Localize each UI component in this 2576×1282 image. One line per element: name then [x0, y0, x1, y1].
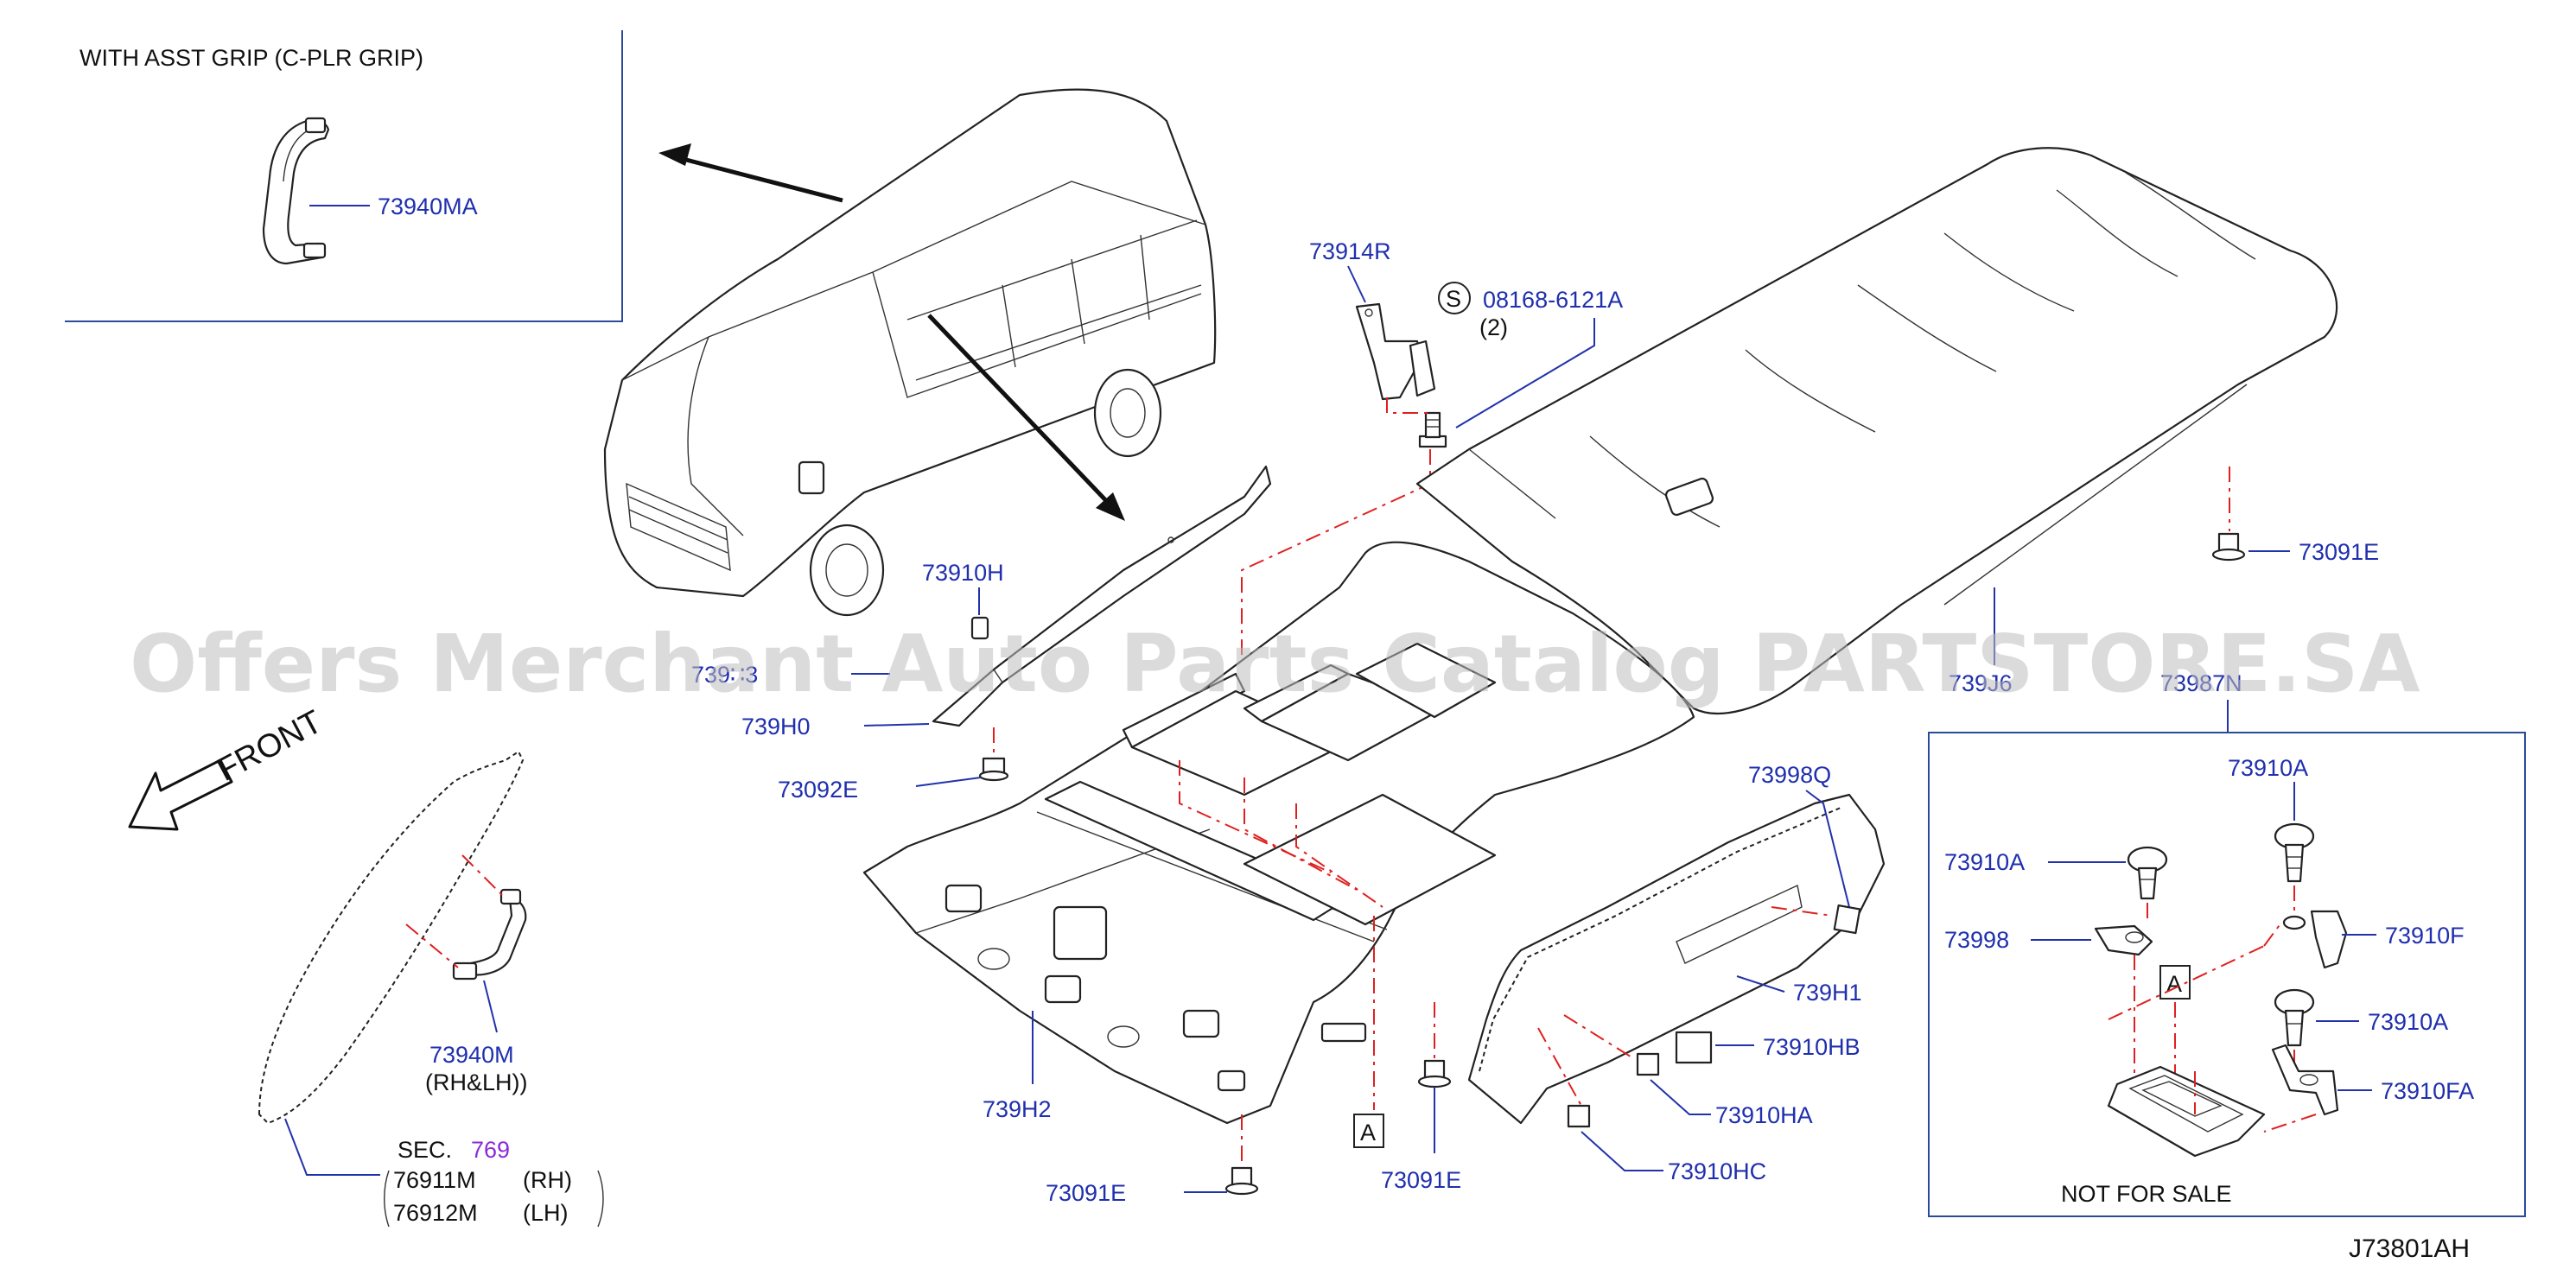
- asst-grip-inset: WITH ASST GRIP (C-PLR GRIP) 73940MA: [65, 30, 623, 322]
- bracket-73914R: 73914R S 08168-6121A (2): [1241, 238, 1623, 1106]
- asst-grip-title: WITH ASST GRIP (C-PLR GRIP): [80, 45, 423, 71]
- rh-label: (RH): [523, 1167, 572, 1193]
- not-for-sale: NOT FOR SALE: [2061, 1181, 2232, 1207]
- label-73914R[interactable]: 73914R: [1309, 238, 1391, 264]
- clip-73091E-bottom: 73091E: [1046, 1114, 1259, 1206]
- label-73910HA[interactable]: 73910HA: [1715, 1102, 1813, 1128]
- headlining-front-739H2: 739H2: [862, 541, 1695, 1125]
- clip-73910A-left: [2127, 846, 2168, 900]
- s-symbol: S: [1446, 286, 1461, 312]
- label-73910HB[interactable]: 73910HB: [1763, 1034, 1860, 1060]
- label-73091E-right[interactable]: 73091E: [2299, 539, 2379, 565]
- sec-number[interactable]: 769: [471, 1137, 510, 1163]
- diagram-id: J73801AH: [2349, 1234, 2470, 1263]
- part-76912M[interactable]: 76912M: [393, 1200, 478, 1226]
- label-73987N[interactable]: 73987N: [2160, 670, 2242, 696]
- ref-a-main: A: [1360, 1120, 1376, 1146]
- inset-label-73910A-top[interactable]: 73910A: [2228, 755, 2308, 781]
- section-ref-769: SEC. 769 76911M (RH) 76912M (LH): [284, 1118, 604, 1228]
- front-label: FRONT: [212, 703, 328, 789]
- assist-grip-part-inset: [262, 117, 330, 265]
- watermark: Offers Merchant Auto Parts Catalog PARTS…: [130, 618, 2420, 710]
- headlining-rear-739J6: 739J6: [1415, 147, 2338, 714]
- direction-arrows: [658, 143, 1125, 521]
- label-73092E[interactable]: 73092E: [778, 777, 858, 803]
- label-73998Q[interactable]: 73998Q: [1748, 762, 1831, 788]
- rh-lh-note: (RH&LH)): [425, 1069, 528, 1095]
- clip-73091E-right: 73091E: [2211, 466, 2379, 565]
- label-739H2[interactable]: 739H2: [983, 1096, 1052, 1122]
- inset-label-73998[interactable]: 73998: [1944, 927, 2009, 953]
- clip-73910A-mid: [2274, 988, 2315, 1047]
- bolt-08168: [1418, 411, 1447, 448]
- lh-label: (LH): [523, 1200, 569, 1226]
- label-739xx[interactable]: 739∷3: [691, 662, 758, 688]
- label-73910HC[interactable]: 73910HC: [1668, 1158, 1766, 1184]
- inset-ref-a: A: [2166, 971, 2182, 997]
- clip-73910F: [2282, 910, 2348, 969]
- label-73910H[interactable]: 73910H: [922, 560, 1004, 586]
- clip-73091E-mid: 73091E: [1381, 1002, 1461, 1193]
- label-739J6[interactable]: 739J6: [1949, 670, 2013, 696]
- label-73091E-mid[interactable]: 73091E: [1381, 1167, 1461, 1193]
- inset-label-73910F[interactable]: 73910F: [2385, 923, 2465, 949]
- part-76911M[interactable]: 76911M: [393, 1167, 476, 1193]
- clip-73910A-top: [2274, 822, 2315, 883]
- pillar-trim-739H0: 73910H 739∷3 739H0 73092E: [691, 465, 1272, 803]
- washer-73998: [2094, 924, 2153, 956]
- inset-label-73910A-left[interactable]: 73910A: [1944, 849, 2025, 875]
- fastener-detail-inset: 73987N 73910A 73910A 73998: [1928, 670, 2526, 1217]
- mount-base: [2107, 1065, 2266, 1158]
- van-illustration: [603, 88, 1217, 617]
- inset-label-73910A-mid[interactable]: 73910A: [2368, 1009, 2448, 1035]
- qty-2: (2): [1479, 314, 1508, 340]
- front-indicator: FRONT: [128, 703, 328, 831]
- label-739H1[interactable]: 739H1: [1793, 980, 1862, 1006]
- inset-label-73910FA[interactable]: 73910FA: [2381, 1078, 2474, 1104]
- label-73940MA[interactable]: 73940MA: [378, 194, 478, 219]
- label-73091E-bottom[interactable]: 73091E: [1046, 1180, 1126, 1206]
- clip-73910FA: [2271, 1044, 2339, 1116]
- label-73940M[interactable]: 73940M: [429, 1042, 514, 1068]
- label-739H0[interactable]: 739H0: [741, 714, 811, 739]
- c-pillar-grip: 73940M (RH&LH)): [258, 750, 528, 1125]
- label-08168-6121A[interactable]: 08168-6121A: [1483, 287, 1623, 313]
- sec-label: SEC.: [398, 1137, 452, 1163]
- reference-a-main: A: [1353, 916, 1384, 1148]
- side-trim-739H1: 73998Q 739H1 73910HB 73910HA 73910HC: [1467, 762, 1886, 1184]
